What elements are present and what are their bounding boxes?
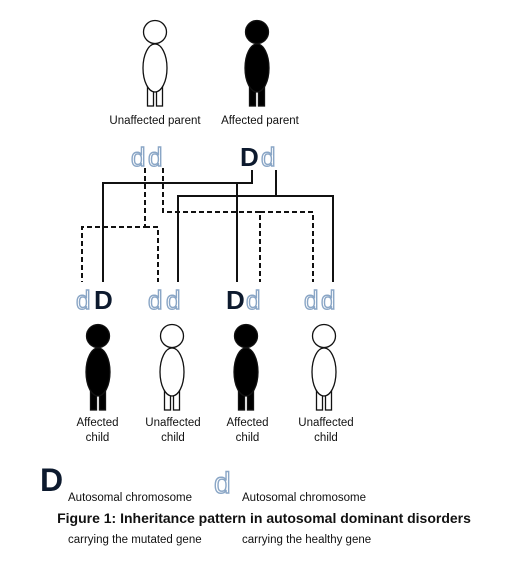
child1-label-line2: child: [85, 432, 110, 444]
parent1-allele-2: d: [148, 142, 162, 172]
parent2-allele-1: D: [240, 142, 259, 172]
legend-recessive-text: Autosomal chromosome carrying the health…: [242, 463, 371, 561]
child1-label-line1: Affected: [76, 417, 119, 429]
unaffected-parent-line-1: [81, 168, 146, 282]
child3-label: Affected child: [210, 416, 285, 446]
child1-figure: [85, 323, 111, 411]
child4-figure: [311, 323, 337, 411]
affected-parent-figure: [244, 19, 270, 107]
legend-recessive-symbol: d: [214, 467, 231, 500]
unaffected-parent-label: Unaffected parent: [109, 115, 201, 127]
legend-dominant-line2: carrying the mutated gene: [68, 534, 202, 546]
inheritance-lines: [81, 168, 334, 282]
legend-recessive-line1: Autosomal chromosome: [242, 492, 366, 504]
legend-dominant-symbol: D: [40, 462, 63, 498]
child2-allele-2: d: [166, 285, 180, 315]
people-group: [85, 19, 337, 411]
child1-allele-1: d: [76, 285, 90, 315]
child1-alleles: d D: [75, 284, 113, 315]
legend-dominant-line1: Autosomal chromosome: [68, 492, 192, 504]
child2-label-line1: Unaffected: [145, 417, 201, 429]
parent2-allele-2: d: [261, 142, 275, 172]
child2-allele-1: d: [148, 285, 162, 315]
unaffected-parent-line-3: [162, 168, 261, 282]
child3-label-line2: child: [235, 432, 260, 444]
unaffected-parent-line-2: [145, 226, 159, 282]
child3-allele-2: d: [246, 285, 260, 315]
child4-allele-1: d: [304, 285, 318, 315]
parent1-allele-1: d: [131, 142, 145, 172]
affected-parent-line-4: [276, 195, 334, 282]
legend-recessive-line2: carrying the healthy gene: [242, 534, 372, 546]
child2-figure: [159, 323, 185, 411]
child2-label: Unaffected child: [133, 416, 213, 446]
unaffected-parent-figure: [142, 19, 168, 107]
child2-label-line2: child: [161, 432, 185, 444]
child1-label: Affected child: [60, 416, 135, 446]
affected-parent-label: Affected parent: [221, 115, 299, 127]
pedigree-diagram: d d D d d D d d D d d d D d: [40, 19, 337, 501]
child4-label: Unaffected child: [286, 416, 366, 446]
child3-alleles: D d: [226, 284, 261, 315]
child4-alleles: d d: [303, 284, 336, 315]
affected-parent-line-2: [236, 182, 252, 282]
child3-figure: [233, 323, 259, 411]
unaffected-parent-line-4: [260, 211, 314, 282]
child2-alleles: d d: [147, 284, 181, 315]
child1-allele-2: D: [94, 285, 113, 315]
figure-caption: Figure 1: Inheritance pattern in autosom…: [57, 510, 471, 526]
legend-dominant-text: Autosomal chromosome carrying the mutate…: [68, 463, 202, 561]
unaffected-parent-alleles: d d: [130, 141, 163, 172]
child3-allele-1: D: [226, 285, 245, 315]
affected-parent-alleles: D d: [240, 141, 276, 172]
affected-parent-line-3: [177, 170, 277, 282]
child4-allele-2: d: [321, 285, 335, 315]
child4-label-line2: child: [314, 432, 338, 444]
child3-label-line1: Affected: [226, 417, 269, 429]
child4-label-line1: Unaffected: [298, 417, 354, 429]
affected-parent-line-1: [102, 170, 253, 282]
